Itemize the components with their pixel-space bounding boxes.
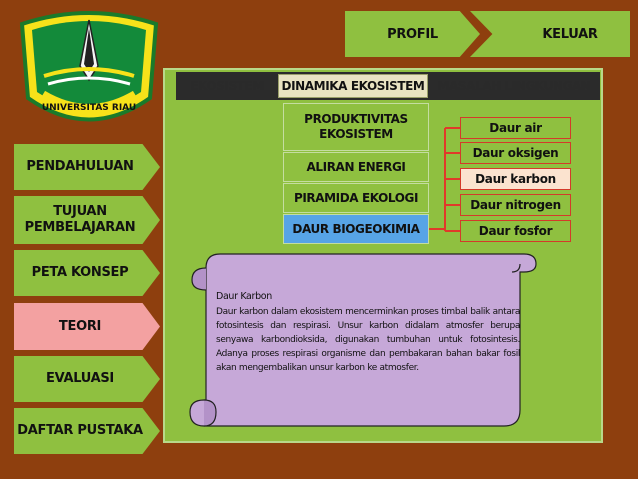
- submenu-piramida-ekologi[interactable]: PIRAMIDA EKOLOGI: [283, 183, 429, 213]
- cycle-daur-nitrogen[interactable]: Daur nitrogen: [460, 194, 571, 216]
- submenu-daur-biogeokimia[interactable]: DAUR BIOGEOKIMIA: [283, 214, 429, 244]
- tab-bar: EKOSISTEM DINAMIKA EKOSISTEM MASALAH LIN…: [176, 72, 600, 100]
- cycle-connector: [429, 127, 460, 232]
- sidebar-item-evaluasi[interactable]: EVALUASI: [14, 356, 160, 402]
- tab-ekosistem[interactable]: EKOSISTEM: [190, 79, 264, 93]
- cycle-daur-karbon[interactable]: Daur karbon: [460, 168, 571, 190]
- cycle-daur-air[interactable]: Daur air: [460, 117, 571, 139]
- cycle-daur-fosfor[interactable]: Daur fosfor: [460, 220, 571, 242]
- sidebar-item-tujuan-pembelajaran[interactable]: TUJUAN PEMBELAJARAN: [14, 196, 160, 244]
- submenu-produktivitas[interactable]: PRODUKTIVITAS EKOSISTEM: [283, 103, 429, 151]
- logo-text: UNIVERSITAS RIAU: [42, 103, 136, 113]
- sidebar-item-daftar-pustaka[interactable]: DAFTAR PUSTAKA: [14, 408, 160, 454]
- tab-dinamika-ekosistem[interactable]: DINAMIKA EKOSISTEM: [278, 74, 428, 98]
- content-body: Daur karbon dalam ekosistem mencerminkan…: [216, 307, 520, 373]
- sidebar-item-pendahuluan[interactable]: PENDAHULUAN: [14, 144, 160, 190]
- submenu-aliran-energi[interactable]: ALIRAN ENERGI: [283, 152, 429, 182]
- sidebar-item-peta-konsep[interactable]: PETA KONSEP: [14, 250, 160, 296]
- content-scroll: [189, 253, 537, 427]
- cycle-daur-oksigen[interactable]: Daur oksigen: [460, 142, 571, 164]
- content-text: Daur Karbon Daur karbon dalam ekosistem …: [216, 290, 520, 375]
- sidebar-item-teori[interactable]: TEORI: [14, 303, 160, 350]
- tab-masalah-lingkungan[interactable]: MASALAH LINGKUNGAN: [437, 79, 591, 93]
- content-title: Daur Karbon: [216, 291, 272, 302]
- university-logo: UNIVERSITAS RIAU: [19, 11, 159, 122]
- keluar-button[interactable]: KELUAR: [470, 11, 630, 57]
- profil-button[interactable]: PROFIL: [345, 11, 480, 57]
